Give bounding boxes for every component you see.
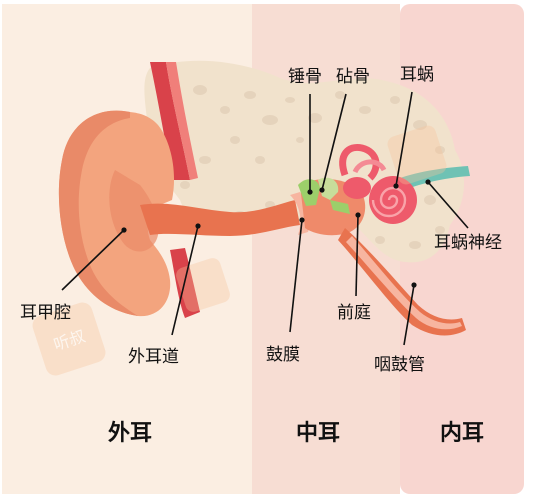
zone-label-outer: 外耳 bbox=[108, 420, 152, 446]
label-eustachian-tube: 咽鼓管 bbox=[374, 355, 425, 375]
leader-concha bbox=[61, 229, 125, 291]
ear-canal bbox=[140, 200, 300, 236]
vessel-upper bbox=[150, 62, 190, 180]
label-eardrum: 鼓膜 bbox=[266, 345, 300, 365]
vessel-upper-light bbox=[166, 62, 198, 180]
eustachian-tube-shape bbox=[338, 228, 466, 336]
label-cochlear-nerve: 耳蜗神经 bbox=[434, 233, 502, 253]
leader-incus bbox=[321, 93, 347, 191]
label-vestibule: 前庭 bbox=[337, 303, 371, 323]
zone-label-middle: 中耳 bbox=[296, 421, 340, 446]
label-concha: 耳甲腔 bbox=[20, 303, 71, 323]
cochlea-spiral bbox=[371, 186, 407, 218]
leader-cochlea bbox=[395, 91, 413, 187]
leader-eustachian-tube bbox=[403, 284, 415, 346]
semicircular-canals bbox=[339, 143, 380, 181]
leader-ear-canal bbox=[171, 225, 199, 336]
label-ear-canal: 外耳道 bbox=[128, 347, 179, 367]
label-malleus: 锤骨 bbox=[288, 67, 322, 87]
concha-shadow bbox=[109, 170, 159, 252]
leader-vestibule bbox=[355, 214, 359, 297]
label-cochlea: 耳蜗 bbox=[400, 65, 434, 85]
watermark-badge bbox=[32, 125, 447, 376]
leader-eardrum bbox=[289, 219, 303, 333]
label-incus: 砧骨 bbox=[336, 67, 370, 87]
cochlear-nerve-shape bbox=[395, 166, 470, 192]
leader-cochlear-nerve bbox=[427, 181, 469, 229]
stapes-bone bbox=[330, 200, 350, 214]
zone-label-inner: 内耳 bbox=[440, 421, 484, 446]
auricle-rim bbox=[58, 110, 139, 317]
vestibule-shape bbox=[343, 177, 371, 199]
cochlea-outer bbox=[369, 176, 417, 224]
bone-texture bbox=[180, 85, 445, 249]
leader-dots bbox=[121, 179, 431, 288]
semicircular-canal-2 bbox=[352, 159, 387, 174]
